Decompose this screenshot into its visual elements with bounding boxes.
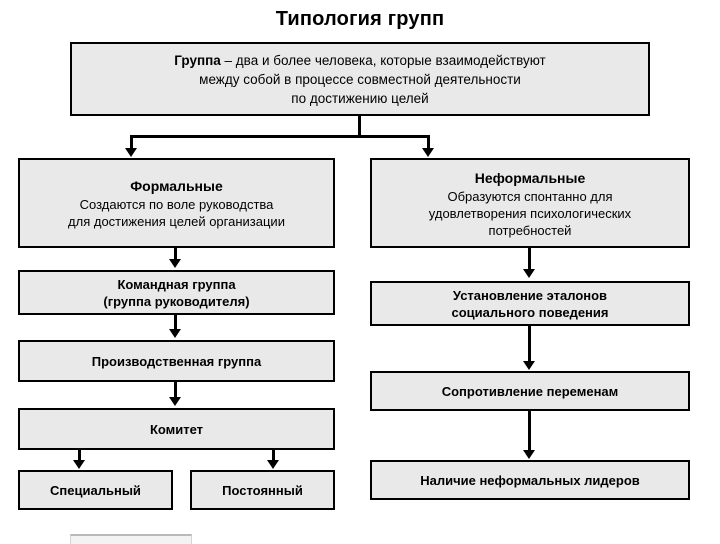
informal-node-behaviour-standards-line-2: социального поведения — [451, 304, 609, 320]
formal-node-committee-line-1: Комитет — [149, 421, 204, 437]
connector-production-to-committee — [174, 382, 177, 399]
connector-split-bar — [130, 135, 430, 138]
definition-line-1: Группа – два и более человека, которые в… — [78, 51, 642, 70]
connector-committee-to-permanent — [272, 450, 275, 462]
arrowhead-formal-to-command — [169, 259, 181, 268]
connector-definition-stem — [358, 116, 361, 137]
formal-node-command-group-line-1: Командная группа — [117, 276, 236, 292]
arrowhead-informal-to-standards — [523, 269, 535, 278]
connector-informal-to-standards — [528, 248, 531, 271]
arrowhead-standards-to-resistance — [523, 361, 535, 370]
formal-node-committee: Комитет — [18, 408, 335, 450]
informal-node-behaviour-standards-line-1: Установление эталонов — [452, 287, 608, 303]
arrowhead-production-to-committee — [169, 397, 181, 406]
formal-head-sub-line-2: для достижения целей организации — [68, 214, 285, 229]
informal-head-box: Неформальные Образуются спонтанно для уд… — [370, 158, 690, 248]
formal-node-command-group-line-2: (группа руководителя) — [103, 293, 250, 309]
definition-line-1-rest: – два и более человека, которые взаимоде… — [220, 52, 546, 68]
cut-off-box-bottom — [70, 534, 192, 544]
page-title: Типология групп — [275, 8, 445, 30]
arrowhead-resistance-to-leaders — [523, 450, 535, 459]
committee-type-special: Специальный — [18, 470, 173, 510]
committee-type-special-label: Специальный — [50, 482, 141, 498]
arrowhead-command-to-production — [169, 329, 181, 338]
formal-node-production-group-line-1: Производственная группа — [91, 353, 262, 369]
informal-head-sub-line-1: Образуются спонтанно для — [447, 188, 613, 204]
informal-head-title: Неформальные — [474, 169, 586, 186]
connector-committee-to-special — [78, 450, 81, 462]
informal-node-behaviour-standards: Установление эталонов социального поведе… — [370, 281, 690, 326]
formal-node-command-group: Командная группа (группа руководителя) — [18, 270, 335, 315]
informal-head-sub-line-2: удовлетворения психологических — [428, 205, 632, 221]
definition-box: Группа – два и более человека, которые в… — [70, 42, 650, 116]
connector-command-to-production — [174, 315, 177, 331]
definition-line-3: по достижению целей — [291, 90, 429, 106]
arrowhead-to-informal — [422, 148, 434, 157]
arrowhead-committee-to-special — [73, 460, 85, 469]
informal-node-informal-leaders-line-1: Наличие неформальных лидеров — [420, 472, 640, 488]
informal-node-resistance-to-change-line-1: Сопротивление переменам — [441, 383, 619, 399]
connector-standards-to-resistance — [528, 326, 531, 364]
formal-head-title: Формальные — [130, 178, 223, 194]
committee-type-permanent-label: Постоянный — [222, 482, 303, 498]
connector-resistance-to-leaders — [528, 411, 531, 453]
connector-to-formal — [130, 135, 133, 150]
informal-node-resistance-to-change: Сопротивление переменам — [370, 371, 690, 411]
committee-type-permanent: Постоянный — [190, 470, 335, 510]
formal-head-sub-line-1: Создаются по воле руководства — [79, 197, 274, 212]
arrowhead-committee-to-permanent — [267, 460, 279, 469]
definition-lead-term: Группа — [174, 52, 221, 68]
formal-head-box: Формальные Создаются по воле руководства… — [18, 158, 335, 248]
connector-formal-to-command — [174, 248, 177, 261]
informal-node-informal-leaders: Наличие неформальных лидеров — [370, 460, 690, 500]
formal-node-production-group: Производственная группа — [18, 340, 335, 382]
informal-head-sub-line-3: потребностей — [488, 222, 572, 238]
definition-line-2: между собой в процессе совместной деятел… — [199, 71, 521, 87]
connector-to-informal — [427, 135, 430, 150]
arrowhead-to-formal — [125, 148, 137, 157]
